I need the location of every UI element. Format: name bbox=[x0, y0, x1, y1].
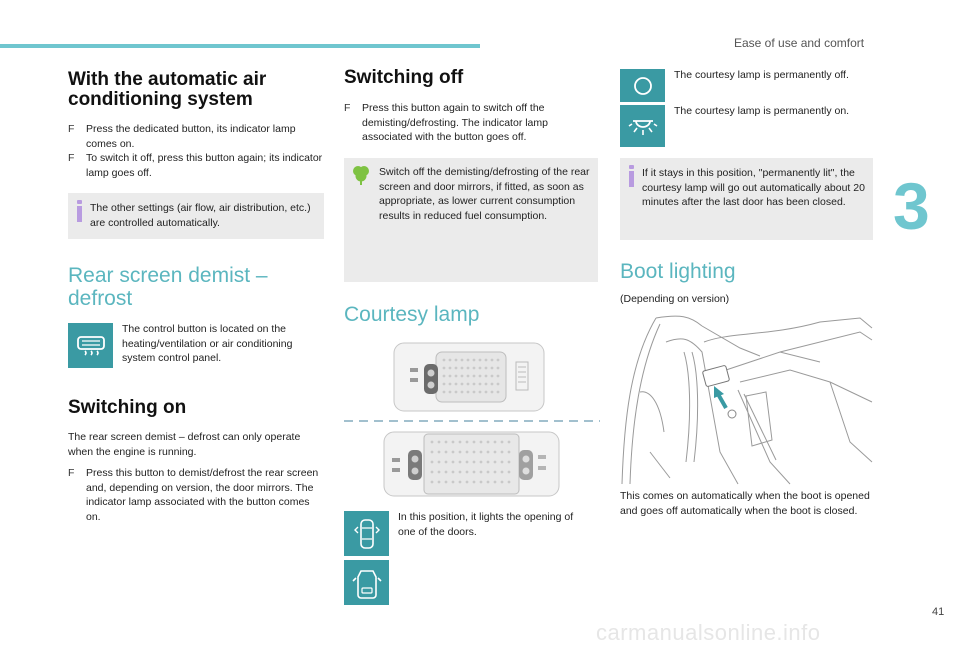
rear-demist-icon bbox=[68, 323, 113, 368]
auto-ac-bullet-2: F To switch it off, press this button ag… bbox=[68, 152, 323, 179]
switching-off-bullet: F Press this button again to switch off … bbox=[344, 102, 548, 143]
courtesy-lamp-heading: Courtesy lamp bbox=[344, 303, 480, 326]
switching-on-bullet: F Press this button to demist/defrost th… bbox=[68, 467, 319, 523]
switching-off-heading: Switching off bbox=[344, 67, 464, 88]
switching-on-heading: Switching on bbox=[68, 397, 187, 418]
boot-description-text: This comes on automatically when the boo… bbox=[620, 490, 870, 517]
boot-lighting-heading: Boot lighting bbox=[620, 260, 736, 283]
rear-demist-location-text: The control button is located on the hea… bbox=[122, 323, 293, 364]
page-number: 41 bbox=[932, 606, 945, 618]
door-lamp-icon bbox=[344, 511, 389, 556]
auto-ac-info-box: The other settings (air flow, air distri… bbox=[68, 193, 324, 239]
courtesy-on-icon bbox=[620, 105, 665, 147]
auto-ac-bullet-1: F Press the dedicated button, its indica… bbox=[68, 123, 296, 150]
switching-on-text: The rear screen demist – defrost can onl… bbox=[68, 431, 301, 458]
lamp-off-text: The courtesy lamp is permanently off. bbox=[674, 69, 849, 81]
info-icon bbox=[76, 200, 83, 222]
door-position-text: In this position, it lights the opening … bbox=[398, 511, 574, 538]
section-title: Ease of use and comfort bbox=[734, 36, 865, 50]
watermark: carmanualsonline.info bbox=[596, 620, 821, 645]
door-car-icon bbox=[344, 560, 389, 605]
chapter-number: 3 bbox=[893, 169, 930, 243]
header-accent-bar bbox=[0, 44, 480, 48]
boot-version-text: (Depending on version) bbox=[620, 293, 730, 305]
column-left: With the automatic air conditioning syst… bbox=[68, 70, 324, 180]
eco-info-box: Switch off the demisting/defrosting of t… bbox=[344, 158, 598, 282]
auto-ac-heading: With the automatic air conditioning syst… bbox=[68, 69, 267, 110]
rear-demist-heading: Rear screen demist – defrost bbox=[68, 264, 268, 310]
info-icon bbox=[628, 165, 635, 187]
leaf-icon bbox=[353, 166, 369, 185]
lamp-on-text: The courtesy lamp is permanently on. bbox=[674, 105, 850, 117]
boot-illustration bbox=[621, 315, 873, 485]
courtesy-off-icon bbox=[620, 69, 665, 102]
courtesy-lamp-illustration bbox=[344, 342, 600, 497]
lit-info-box: If it stays in this position, "permanent… bbox=[620, 158, 873, 240]
